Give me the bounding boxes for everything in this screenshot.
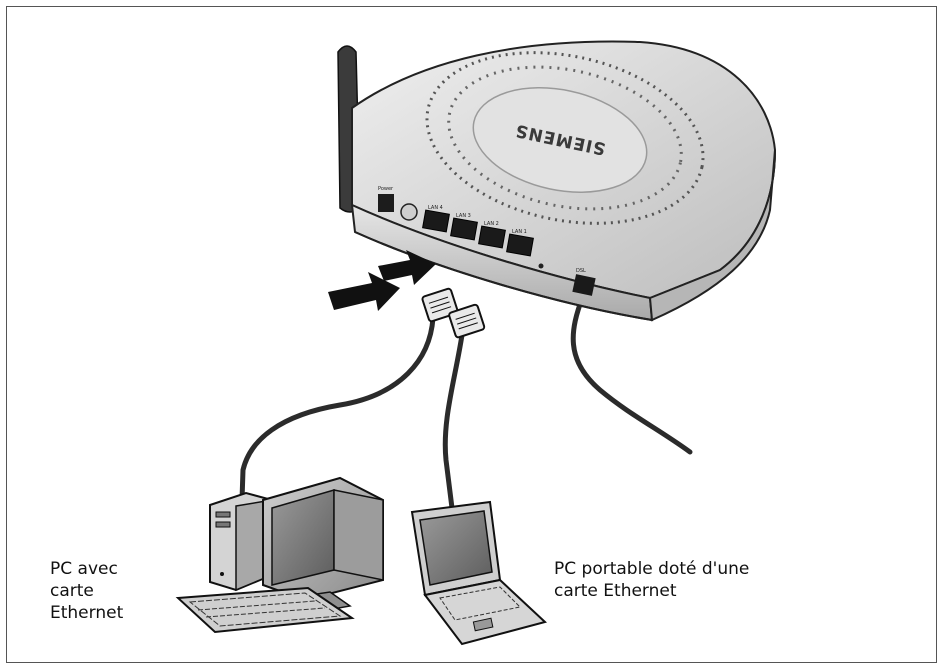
port-label-lan3: LAN 3 (456, 213, 471, 219)
laptop-screen (419, 510, 493, 586)
laptop-base (423, 578, 548, 646)
desktop-pc (175, 476, 384, 634)
laptop-label: PC portable doté d'une carte Ethernet (554, 559, 750, 601)
desktop-cable (239, 315, 436, 503)
dsl-port (572, 274, 596, 296)
power-port (378, 194, 394, 212)
lan-ports (422, 209, 534, 257)
arrow-icon (378, 250, 436, 285)
router: SIEMENS Power LAN 4 LAN 3 LAN 2 LAN 1 DS… (337, 40, 777, 322)
port-label-dsl: DSL (576, 268, 586, 274)
laptop (410, 500, 548, 646)
port-label-lan4: LAN 4 (428, 205, 443, 211)
port-label-lan1: LAN 1 (512, 229, 527, 235)
rj45-plugs (421, 287, 486, 339)
arrow-icon (328, 272, 400, 311)
port-label-lan2: LAN 2 (484, 221, 499, 227)
power-button-icon (400, 203, 418, 221)
port-label-power: Power (378, 186, 394, 192)
insertion-arrows (328, 250, 436, 311)
laptop-cable (442, 332, 465, 511)
cables (239, 293, 693, 511)
keyboard (175, 586, 355, 634)
dsl-cable (570, 293, 693, 455)
plug-laptop-icon (448, 303, 486, 339)
desktop-label: PC avec carte Ethernet (50, 559, 124, 623)
